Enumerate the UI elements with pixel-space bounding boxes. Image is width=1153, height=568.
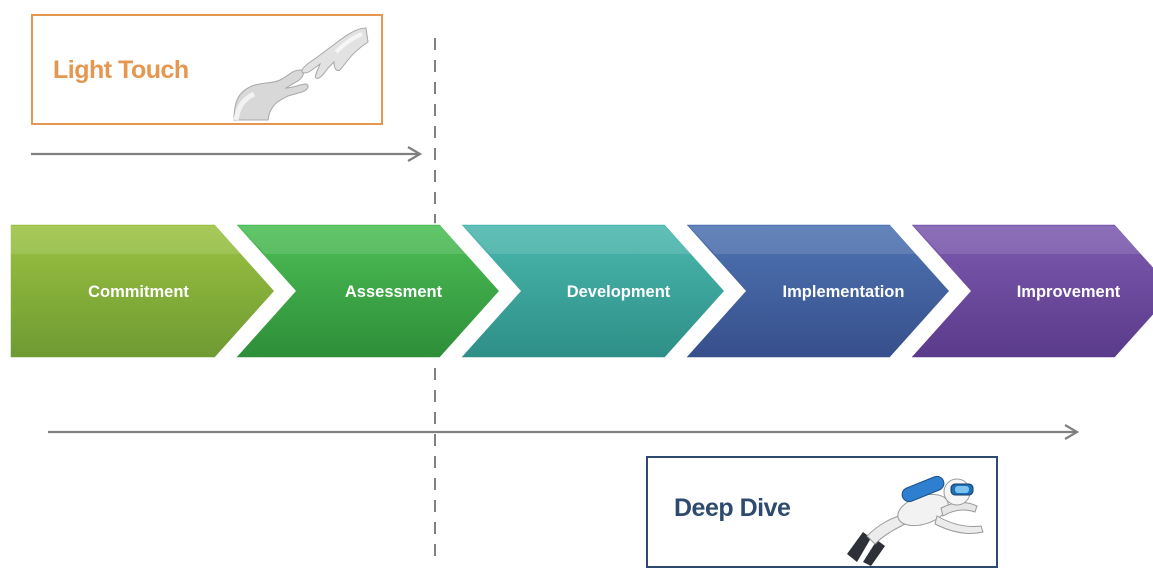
deep-dive-scope-arrow [48,424,1080,440]
stage-chevron [458,223,727,359]
stage-chevron [908,223,1153,359]
light-touch-scope-arrow [31,146,423,162]
stage-highlight [239,226,466,254]
scuba-diver-icon [847,475,984,566]
light-touch-title: Light Touch [53,56,189,84]
stage-assessment: Assessment [233,223,502,359]
stage-improvement: Improvement [908,223,1153,359]
stage-commitment: Commitment [9,223,277,359]
hands-touching-icon [233,27,369,121]
stage-highlight [10,226,241,254]
stage-development: Development [458,223,727,359]
stage-highlight [689,226,916,254]
deep-dive-card: Deep Dive [646,456,998,568]
stage-label: Assessment [345,283,443,301]
stage-label: Implementation [783,283,905,301]
stage-label: Improvement [1017,283,1121,301]
stage-chevron [683,223,952,359]
stage-chevrons: Commitment Assessment Development Implement… [9,223,1153,359]
stage-label: Commitment [88,283,189,301]
light-touch-card: Light Touch [31,14,383,125]
stage-chevron [233,223,502,359]
stage-highlight [464,226,691,254]
stage-label: Development [567,283,671,301]
stage-highlight [914,226,1141,254]
stage-implementation: Implementation [683,223,952,359]
deep-dive-title: Deep Dive [674,494,791,522]
stage-chevron [9,223,277,359]
